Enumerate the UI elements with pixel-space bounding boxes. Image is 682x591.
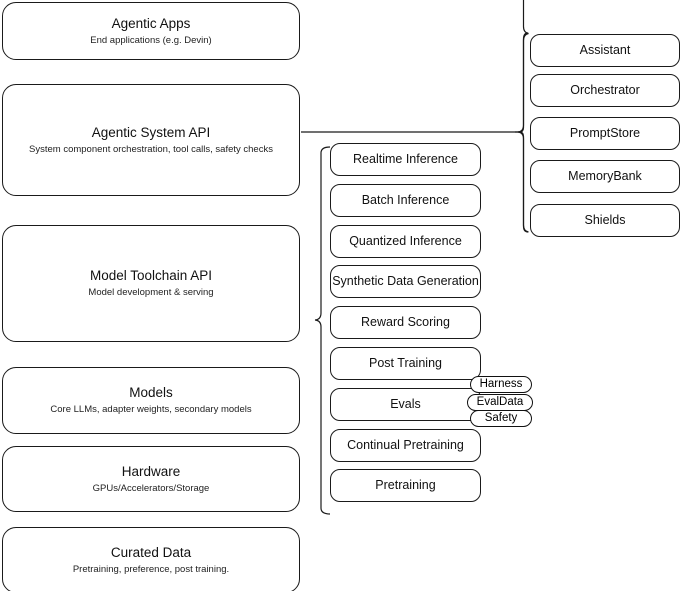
- brace-toolchain-capabilities: [314, 146, 331, 515]
- component-label: PromptStore: [569, 126, 641, 140]
- layer-title: Agentic Apps: [111, 15, 191, 31]
- capability-synthetic-data-generation[interactable]: Synthetic Data Generation: [330, 265, 481, 298]
- layer-title: Models: [129, 385, 173, 400]
- capability-label: Evals: [390, 397, 421, 411]
- capability-quantized-inference[interactable]: Quantized Inference: [330, 225, 481, 258]
- capability-label: Quantized Inference: [349, 234, 462, 248]
- layer-subtitle: End applications (e.g. Devin): [90, 34, 212, 46]
- layer-agentic-apps[interactable]: Agentic Apps End applications (e.g. Devi…: [2, 2, 300, 60]
- badge-evaldata[interactable]: EvalData: [467, 394, 533, 411]
- layer-title: Agentic System API: [91, 124, 211, 140]
- component-label: Orchestrator: [570, 83, 640, 97]
- capability-batch-inference[interactable]: Batch Inference: [330, 184, 481, 217]
- component-label: MemoryBank: [568, 169, 642, 183]
- capability-label: Post Training: [369, 356, 442, 370]
- layer-title: Hardware: [121, 463, 181, 479]
- component-shields[interactable]: Shields: [530, 204, 680, 237]
- component-label: Shields: [584, 213, 626, 227]
- capability-pretraining[interactable]: Pretraining: [330, 469, 481, 502]
- component-label: Assistant: [579, 43, 631, 57]
- badge-harness[interactable]: Harness: [470, 376, 532, 393]
- brace-system-components: [515, 0, 529, 133]
- layer-curated-data[interactable]: Curated Data Pretraining, preference, po…: [2, 527, 300, 591]
- layer-agentic-system-api[interactable]: Agentic System API System component orch…: [2, 84, 300, 196]
- capability-label: Pretraining: [375, 478, 436, 492]
- layer-subtitle: System component orchestration, tool cal…: [29, 143, 273, 155]
- badge-label: Harness: [479, 378, 523, 390]
- layer-models[interactable]: Models Core LLMs, adapter weights, secon…: [2, 367, 300, 434]
- badge-safety[interactable]: Safety: [470, 410, 532, 427]
- brace-right-full: [517, 32, 529, 233]
- capability-reward-scoring[interactable]: Reward Scoring: [330, 306, 481, 339]
- layer-title: Curated Data: [110, 544, 192, 560]
- layer-subtitle: Model development & serving: [88, 287, 214, 298]
- brace-system-components-lower: [515, 131, 529, 233]
- capability-evals[interactable]: Evals: [330, 388, 481, 421]
- capability-label: Realtime Inference: [353, 152, 458, 166]
- component-orchestrator[interactable]: Orchestrator: [530, 74, 680, 107]
- layer-subtitle: GPUs/Accelerators/Storage: [92, 482, 210, 494]
- layer-title: Model Toolchain API: [89, 268, 213, 283]
- badge-label: Safety: [484, 412, 518, 424]
- capability-realtime-inference[interactable]: Realtime Inference: [330, 143, 481, 176]
- component-memorybank[interactable]: MemoryBank: [530, 160, 680, 193]
- capability-label: Continual Pretraining: [347, 438, 464, 452]
- capability-label: Reward Scoring: [361, 315, 450, 329]
- layer-hardware[interactable]: Hardware GPUs/Accelerators/Storage: [2, 446, 300, 512]
- badge-label: EvalData: [476, 396, 524, 408]
- layer-subtitle: Pretraining, preference, post training.: [72, 563, 230, 575]
- component-promptstore[interactable]: PromptStore: [530, 117, 680, 150]
- capability-post-training[interactable]: Post Training: [330, 347, 481, 380]
- capability-label: Synthetic Data Generation: [332, 274, 479, 288]
- layer-subtitle: Core LLMs, adapter weights, secondary mo…: [50, 404, 252, 415]
- layer-model-toolchain-api[interactable]: Model Toolchain API Model development & …: [2, 225, 300, 342]
- capability-label: Batch Inference: [361, 193, 450, 207]
- capability-continual-pretraining[interactable]: Continual Pretraining: [330, 429, 481, 462]
- component-assistant[interactable]: Assistant: [530, 34, 680, 67]
